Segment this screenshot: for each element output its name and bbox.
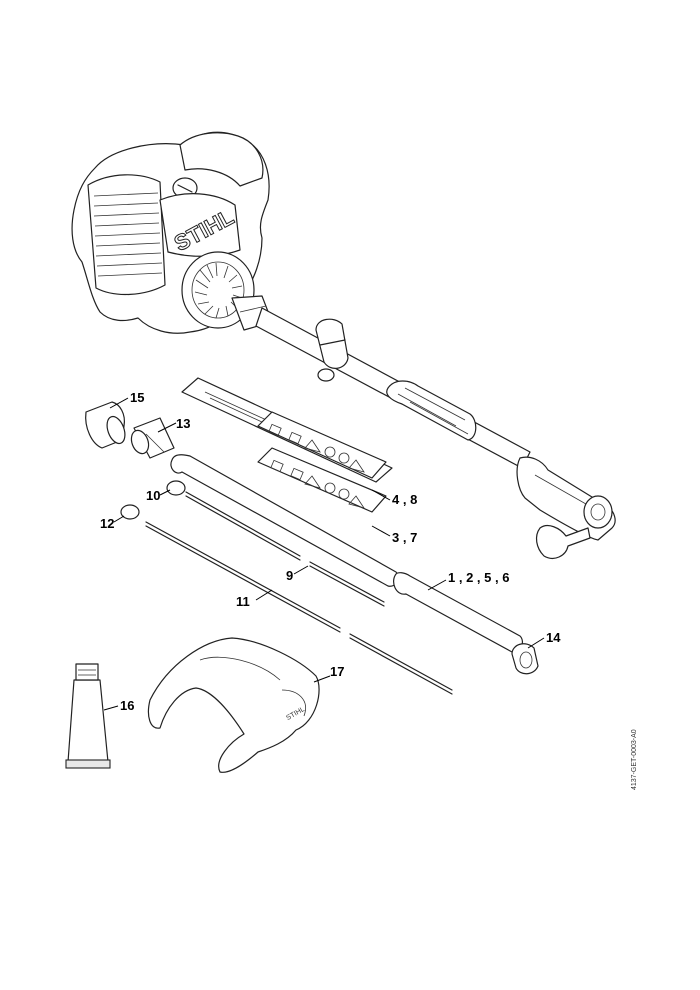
- part-9-rod: [185, 491, 301, 557]
- sticker-3-7: [257, 447, 387, 513]
- shaft-assembly: [255, 307, 616, 559]
- part-10-bushing: [166, 480, 186, 496]
- callout-14: 14: [546, 630, 561, 645]
- callout-4-8: 4 , 8: [392, 492, 417, 507]
- part-17-goggles: [147, 637, 320, 773]
- label-strips: [181, 377, 393, 513]
- drawing-reference: 4137-GET-0003-A0: [631, 729, 638, 790]
- loose-parts: STIHL: [65, 401, 539, 773]
- part-14-nut: [511, 643, 539, 675]
- callout-15: 15: [130, 390, 144, 405]
- callout-13: 13: [176, 416, 190, 431]
- callout-10: 10: [146, 488, 160, 503]
- callout-3-7: 3 , 7: [392, 530, 417, 545]
- callout-16: 16: [120, 698, 134, 713]
- engine-unit: STIHL: [71, 131, 273, 334]
- callout-17: 17: [330, 664, 344, 679]
- callout-9: 9: [286, 568, 293, 583]
- callout-numbers: 15 13 10 12 4 , 8 3 , 7 9 1 , 2 , 5 , 6 …: [100, 390, 561, 713]
- leader-lines: [103, 397, 545, 711]
- callout-1-2-5-6: 1 , 2 , 5 , 6: [448, 570, 509, 585]
- part-16-grease: [67, 679, 109, 763]
- sticker-4-8: [257, 411, 387, 479]
- callout-11: 11: [236, 594, 250, 609]
- callout-12: 12: [100, 516, 114, 531]
- part-11-shaft: [145, 521, 341, 629]
- part-12-bushing: [120, 504, 140, 520]
